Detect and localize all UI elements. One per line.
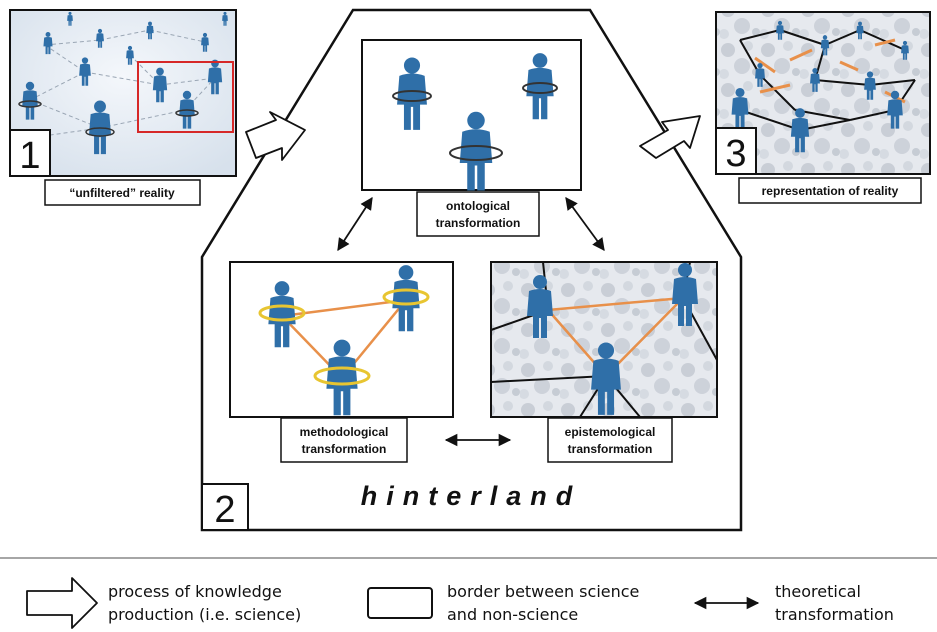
panel-methodological: methodological transformation (229, 261, 454, 463)
ontological-label-line1: ontological (446, 199, 510, 213)
legend-theory-line1: theoretical (775, 582, 861, 601)
representation-label: representation of reality (762, 184, 899, 198)
reality-label-box (44, 179, 201, 206)
legend-process-line2: production (i.e. science) (108, 605, 301, 624)
epistemological-label-line1: epistemological (565, 425, 656, 439)
methodological-label-box (280, 417, 408, 463)
methodological-label-line2: transformation (302, 442, 387, 456)
double-arrow-icon-onto-method (337, 196, 373, 252)
panel-2-number-box (201, 483, 249, 531)
panel-2-number: 2 (214, 489, 235, 531)
legend: process of knowledge production (i.e. sc… (26, 577, 894, 629)
methodological-image (229, 261, 454, 418)
legend-border-line1: border between science (447, 582, 639, 601)
representation-black-links (739, 29, 916, 131)
panel-1-number: 1 (19, 135, 40, 177)
process-arrow-icon-left (245, 111, 306, 161)
methodological-rings (258, 288, 430, 386)
epistemological-label-box (547, 417, 673, 463)
legend-border-line2: and non-science (447, 605, 578, 624)
legend-process-line1: process of knowledge (108, 582, 282, 601)
panel-1-number-box (9, 129, 51, 177)
representation-label-box (738, 177, 922, 204)
double-arrow-icon-onto-episte (565, 196, 605, 252)
process-arrow-icon-right (639, 115, 701, 159)
representation-orange-links (754, 38, 906, 104)
panel-epistemological: epistemological transformation (490, 261, 718, 463)
process-arrow-icon (26, 577, 98, 629)
legend-theory-line2: transformation (775, 605, 894, 624)
reality-highlight-box (137, 61, 234, 133)
border-box-icon (367, 587, 433, 619)
epistemological-label-line2: transformation (568, 442, 653, 456)
panel-3-number-box (715, 127, 757, 175)
reality-label: “unfiltered” reality (69, 186, 175, 200)
hinterland-title: hinterland (361, 481, 582, 511)
reality-network-lines (14, 29, 216, 141)
panel-representation: 3 representation of reality (715, 11, 931, 204)
panel-unfiltered-reality: 1 “unfiltered” reality (9, 9, 237, 206)
ontological-label-line2: transformation (436, 216, 521, 230)
reality-rings (18, 100, 199, 137)
ontological-label-box (416, 191, 540, 237)
panel-3-number: 3 (725, 133, 746, 175)
ontological-rings (392, 82, 558, 161)
hinterland-border (200, 8, 743, 532)
panel-ontological: ontological transformation (361, 39, 582, 237)
methodological-label-line1: methodological (300, 425, 389, 439)
